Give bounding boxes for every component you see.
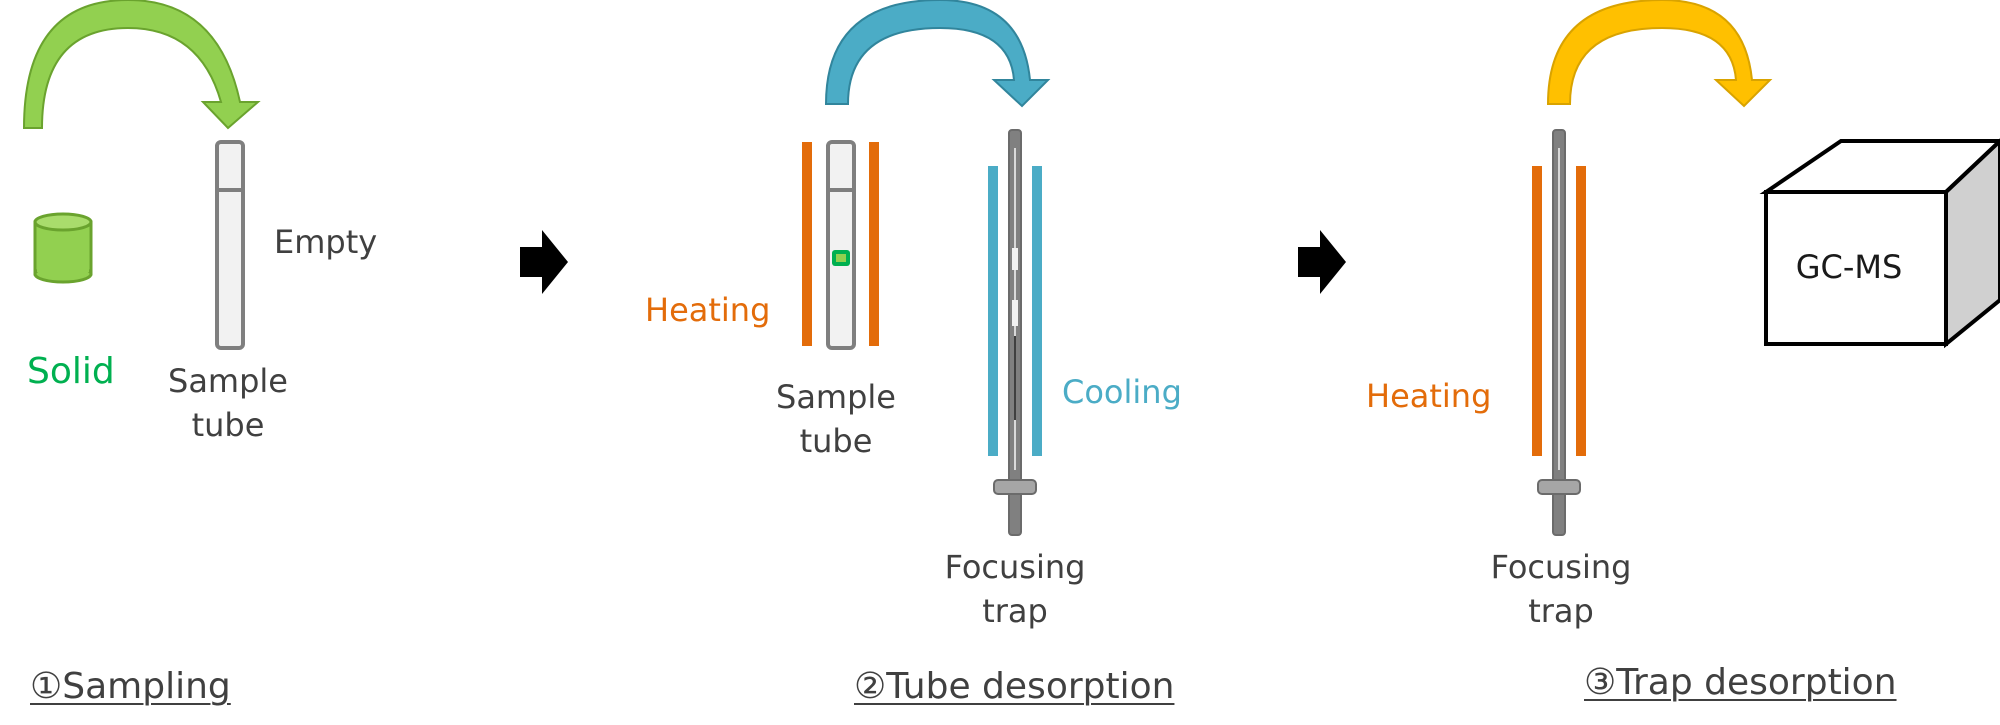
green-curved-arrow-icon	[22, 0, 261, 130]
teal-curved-arrow-icon	[824, 0, 1051, 108]
right-arrow-icon-2	[1298, 230, 1346, 294]
heating-element-right	[869, 142, 879, 346]
heating-element-left-3	[1532, 166, 1542, 456]
step-title-trap-desorption: ③Trap desorption	[1584, 662, 1897, 703]
right-arrow-icon-1	[520, 230, 568, 294]
focusing-trap-icon-1	[993, 129, 1037, 536]
sample-tube-label-1: Sample tube	[150, 359, 306, 447]
sample-tube-label-2-line1: Sample	[776, 378, 896, 416]
sample-tube-label-2: Sample tube	[758, 375, 914, 463]
gcms-label: GC-MS	[1796, 248, 1903, 286]
loaded-sample-tube-icon	[826, 140, 856, 350]
gcms-cube-icon: GC-MS	[1759, 138, 2000, 349]
focusing-trap-label-3-line2: trap	[1528, 592, 1594, 630]
step-title-sampling: ①Sampling	[30, 666, 231, 707]
focusing-trap-icon-2	[1537, 129, 1581, 536]
sample-tube-label-1-line2: tube	[191, 406, 265, 444]
sample-tube-label-2-line2: tube	[799, 422, 873, 460]
focusing-trap-label-2-line2: trap	[982, 592, 1048, 630]
cooling-element-right	[1032, 166, 1042, 456]
focusing-trap-label-2-line1: Focusing	[944, 548, 1086, 586]
cooling-label: Cooling	[1062, 373, 1182, 411]
solid-label: Solid	[27, 351, 115, 392]
focusing-trap-label-3: Focusing trap	[1476, 545, 1646, 633]
sample-tube-label-1-line1: Sample	[168, 362, 288, 400]
step-title-tube-desorption: ②Tube desorption	[854, 666, 1175, 707]
empty-sample-tube-icon	[215, 140, 245, 350]
gold-curved-arrow-icon	[1546, 0, 1773, 108]
cooling-element-left	[988, 166, 998, 456]
heating-element-left	[802, 142, 812, 346]
heating-element-right-3	[1576, 166, 1586, 456]
heating-label-2: Heating	[645, 291, 771, 329]
solid-cylinder-icon	[33, 212, 93, 284]
focusing-trap-label-3-line1: Focusing	[1490, 548, 1632, 586]
empty-label: Empty	[274, 223, 378, 261]
heating-label-3: Heating	[1366, 377, 1492, 415]
focusing-trap-label-2: Focusing trap	[930, 545, 1100, 633]
